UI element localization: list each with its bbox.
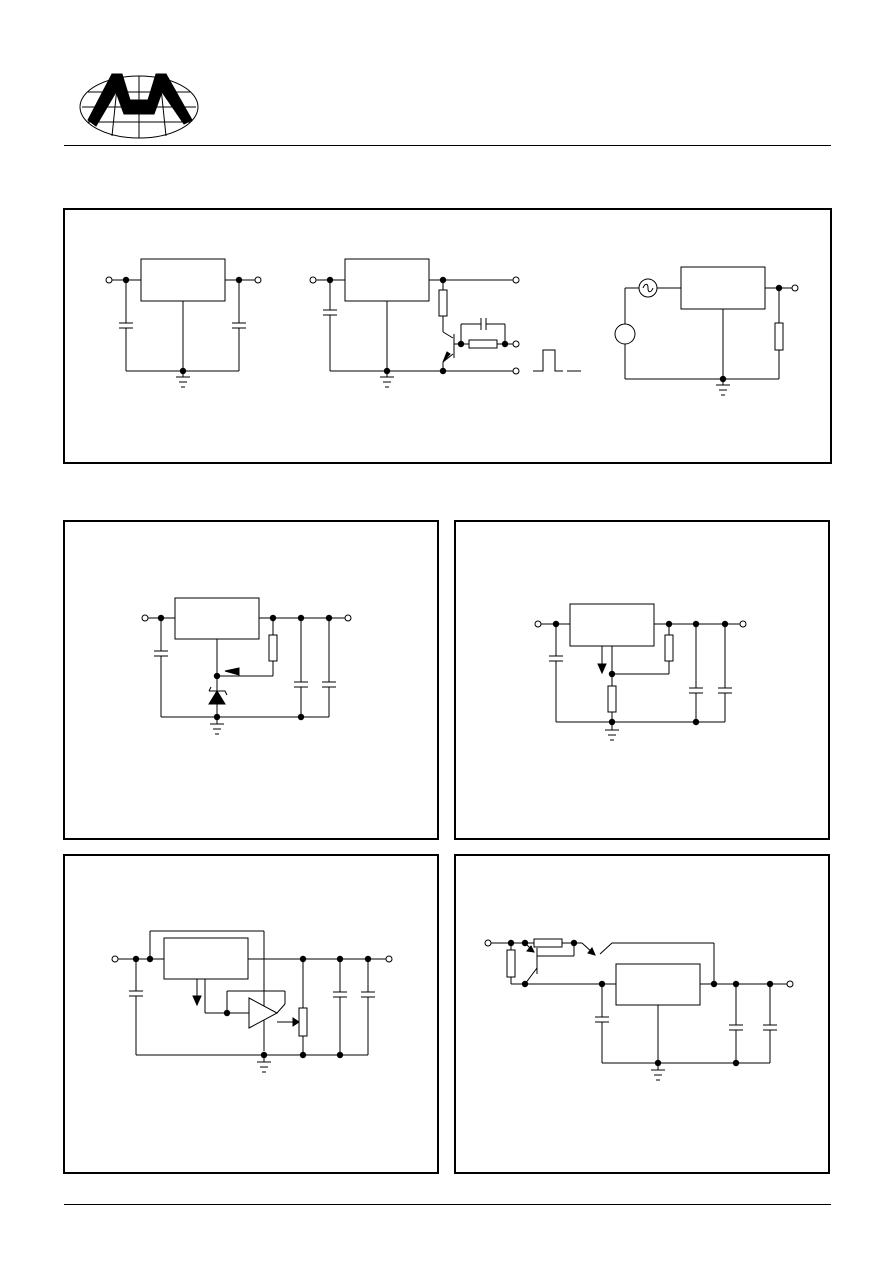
zener-boost-circuit-icon <box>141 597 352 735</box>
resistor-boost-circuit-icon <box>534 603 747 741</box>
opamp-adjustable-panel <box>63 854 439 1174</box>
transistor-shutdown-circuit <box>307 254 587 404</box>
application-circuits-panel <box>63 208 832 464</box>
footer-rule <box>64 1204 831 1205</box>
logo <box>78 70 202 142</box>
zener-boost-circuit <box>139 596 359 756</box>
ripple-rejection-test-circuit <box>613 262 813 412</box>
resistor-boost-panel <box>454 520 830 840</box>
pass-transistor-panel <box>454 854 830 1174</box>
opamp-adjustable-circuit <box>109 926 399 1086</box>
zener-boost-panel <box>63 520 439 840</box>
pass-transistor-boost-circuit-icon <box>484 938 794 1081</box>
transistor-shutdown-circuit-icon <box>309 258 581 388</box>
globe-wing-logo-icon <box>79 73 199 139</box>
header-rule <box>64 145 831 146</box>
resistor-boost-circuit <box>532 602 752 772</box>
fixed-regulator-circuit <box>103 254 263 404</box>
opamp-adjustable-circuit-icon <box>111 930 393 1073</box>
pass-transistor-boost-circuit <box>482 934 802 1094</box>
ripple-rejection-test-circuit-icon <box>614 266 799 396</box>
fixed-regulator-circuit-icon <box>105 258 262 388</box>
